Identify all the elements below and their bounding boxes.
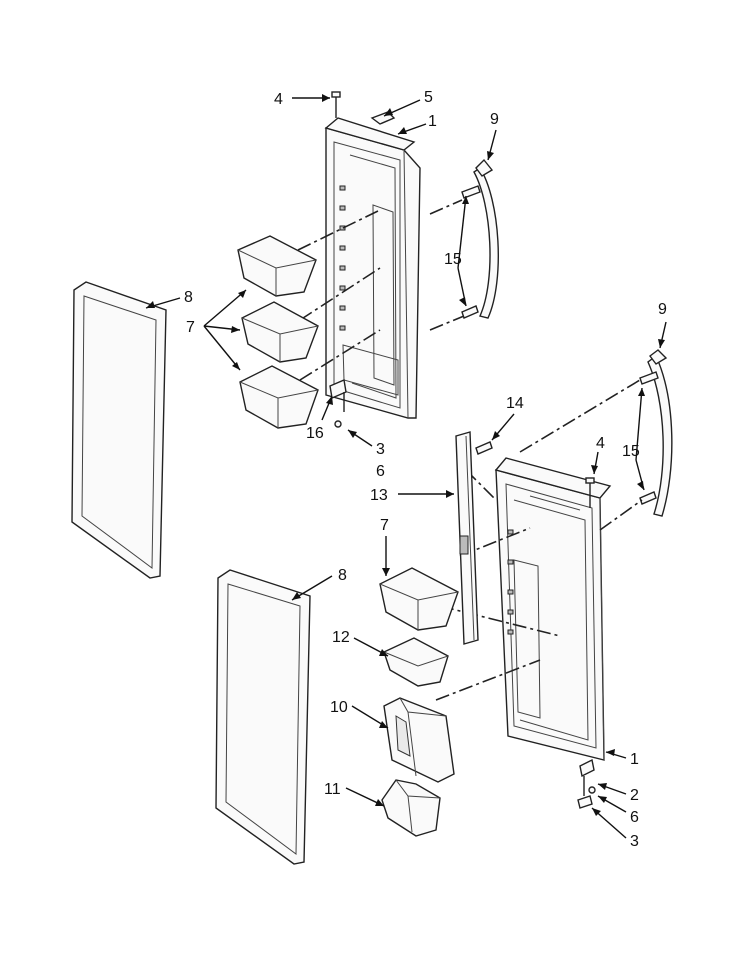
callout-12: 12 xyxy=(332,629,350,646)
callout-8-right: 8 xyxy=(338,567,347,584)
left-door-gasket xyxy=(71,281,167,579)
right-handle xyxy=(647,349,673,517)
door-trim-strip xyxy=(455,431,479,645)
left-handle xyxy=(473,158,499,319)
callout-7-right: 7 xyxy=(380,517,389,534)
left-door-holes xyxy=(339,185,346,331)
callout-6-right: 6 xyxy=(630,809,639,826)
callout-14: 14 xyxy=(506,395,524,412)
callout-15-right: 15 xyxy=(622,443,640,460)
callout-4: 4 xyxy=(274,91,283,108)
left-bin-upper xyxy=(237,235,317,297)
left-handle-screws xyxy=(461,185,481,319)
callout-10: 10 xyxy=(330,699,348,716)
callout-3-right: 3 xyxy=(630,833,639,850)
trim-screw xyxy=(475,441,493,455)
right-bin xyxy=(379,567,459,631)
callout-8: 8 xyxy=(184,289,193,306)
hinge-pin-top-left xyxy=(331,91,341,118)
callout-4-right: 4 xyxy=(596,435,605,452)
left-bin-lower xyxy=(239,365,319,429)
callout-3: 3 xyxy=(376,441,385,458)
right-door-holes xyxy=(507,529,514,635)
callout-2: 2 xyxy=(630,787,639,804)
callout-16: 16 xyxy=(306,425,324,442)
hinge-pin-top-right xyxy=(585,477,595,508)
left-bin-middle xyxy=(241,301,319,363)
callout-arrows xyxy=(145,94,667,839)
callout-11: 11 xyxy=(324,781,341,798)
callout-6: 6 xyxy=(376,463,385,480)
callout-13: 13 xyxy=(370,487,388,504)
right-bottom-hinge xyxy=(577,758,596,809)
right-handle-screws xyxy=(639,371,659,505)
callout-labels: 4 5 1 9 15 8 7 16 3 6 9 14 4 15 13 7 8 1… xyxy=(184,89,667,850)
callout-1-right: 1 xyxy=(630,751,639,768)
bin-11 xyxy=(381,779,441,837)
left-door xyxy=(324,117,421,419)
callout-1: 1 xyxy=(428,113,437,130)
right-door-gasket xyxy=(215,569,311,865)
callout-15: 15 xyxy=(444,251,462,268)
right-door xyxy=(494,457,612,761)
bin-12 xyxy=(383,637,449,687)
callout-9: 9 xyxy=(490,111,499,128)
dispenser-housing xyxy=(383,697,455,783)
left-bottom-hinge xyxy=(329,379,347,428)
callout-5: 5 xyxy=(424,89,433,106)
callout-7: 7 xyxy=(186,319,195,336)
callout-9-right: 9 xyxy=(658,301,667,318)
